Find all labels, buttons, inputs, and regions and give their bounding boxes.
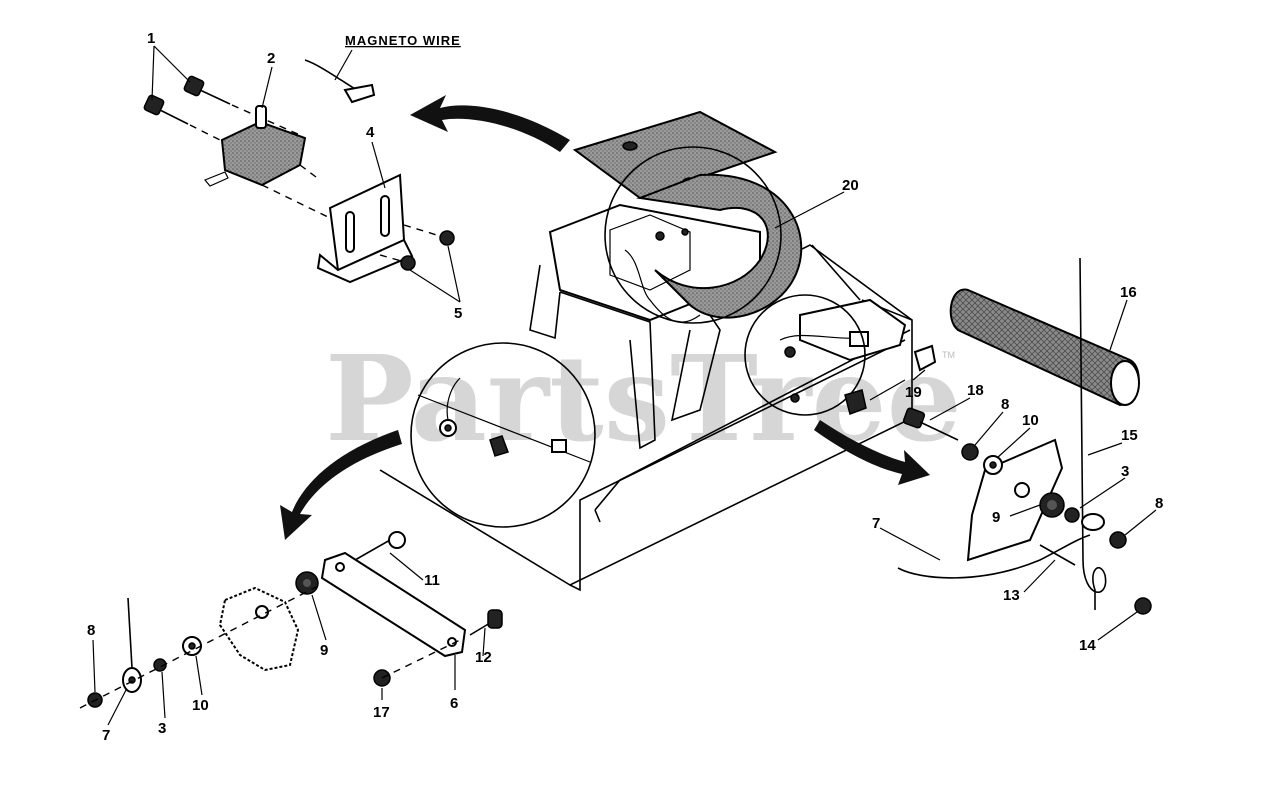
callout-19: 19 — [905, 384, 922, 401]
arrow-to-lower-left — [280, 430, 402, 540]
callout-15: 15 — [1121, 427, 1138, 444]
arrow-to-switch — [410, 95, 570, 152]
lower-linkage-assembly — [79, 531, 503, 709]
callout-2: 2 — [267, 50, 275, 67]
trademark-mark: TM — [942, 350, 955, 360]
callout-labels: 1 2 4 5 20 16 19 18 8 10 15 3 8 9 7 13 1… — [87, 30, 1163, 744]
callout-10-upper: 10 — [1022, 412, 1039, 429]
callout-12: 12 — [475, 649, 492, 666]
callout-11: 11 — [424, 572, 440, 589]
callout-16: 16 — [1120, 284, 1137, 301]
callout-3-right: 3 — [1121, 463, 1129, 480]
callout-5: 5 — [454, 305, 462, 322]
callout-18: 18 — [967, 382, 984, 399]
callout-4: 4 — [366, 124, 375, 141]
callout-8-right: 8 — [1155, 495, 1163, 512]
callout-17: 17 — [373, 704, 390, 721]
detail-circle-right — [744, 294, 866, 416]
safety-switch-assembly — [143, 59, 455, 284]
callout-20: 20 — [842, 177, 859, 194]
detail-circle-left — [410, 342, 596, 528]
screw-upper — [183, 75, 231, 105]
magneto-wire-label: MAGNETO WIRE — [345, 33, 461, 48]
leader-lines — [92, 45, 1157, 726]
callout-8-upper: 8 — [1001, 396, 1009, 413]
callout-9-left: 9 — [320, 642, 328, 659]
arrow-to-right-assembly — [814, 420, 930, 485]
callout-7-left: 7 — [102, 727, 110, 744]
callout-1: 1 — [147, 30, 155, 47]
pedal-assembly — [844, 257, 1152, 615]
callout-13: 13 — [1003, 587, 1020, 604]
callout-10-left: 10 — [192, 697, 209, 714]
detail-circle-upper — [604, 146, 782, 324]
callout-14: 14 — [1079, 637, 1096, 654]
screw-lower — [143, 94, 189, 125]
callout-6: 6 — [450, 695, 458, 712]
callout-9-right: 9 — [992, 509, 1000, 526]
mower-deck-body — [379, 110, 913, 592]
callout-3-left: 3 — [158, 720, 166, 737]
callout-7-right: 7 — [872, 515, 880, 532]
callout-8-left: 8 — [87, 622, 95, 639]
